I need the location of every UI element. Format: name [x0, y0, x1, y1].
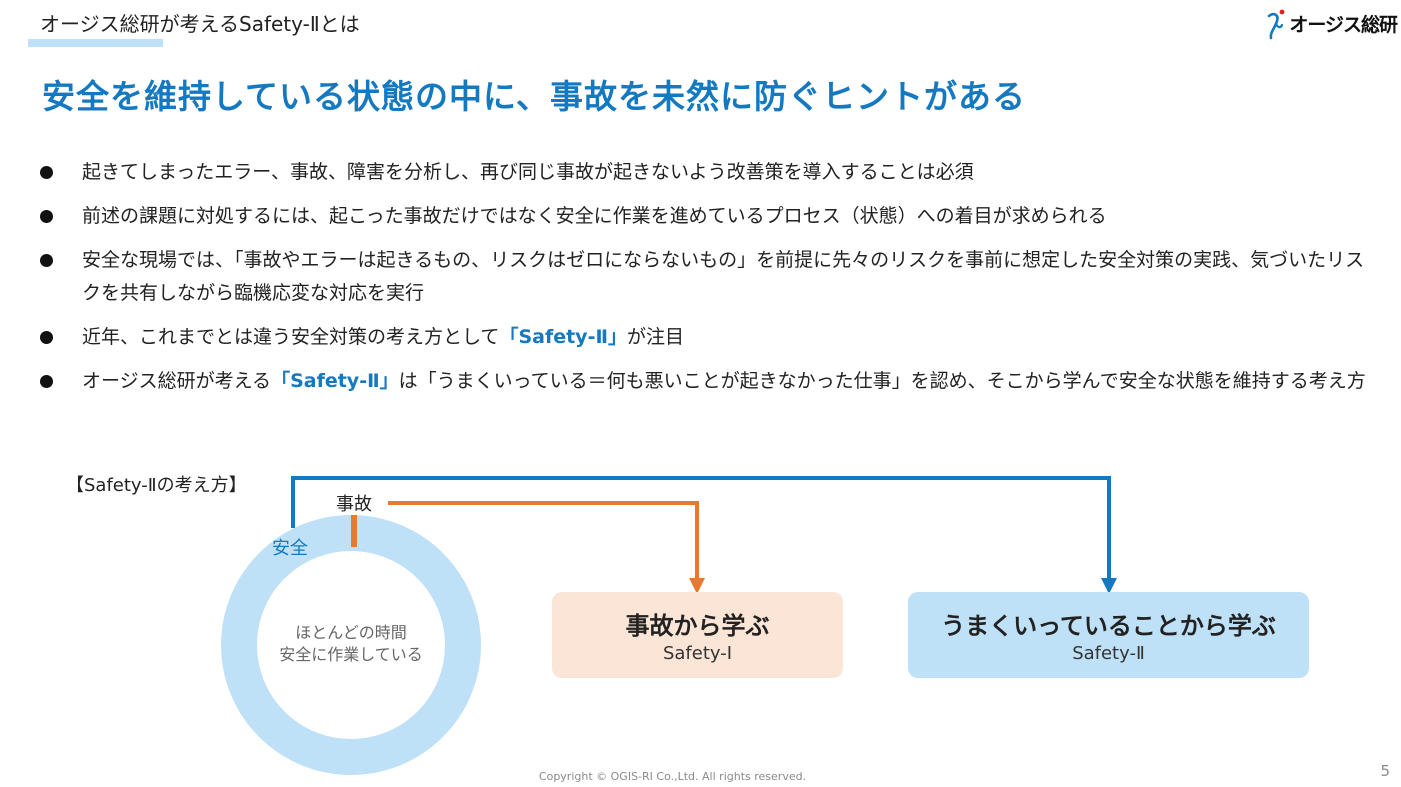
bullet-text-before: 近年、これまでとは違う安全対策の考え方として	[82, 326, 500, 348]
bullet-item: 前述の課題に対処するには、起こった事故だけではなく安全に作業を進めているプロセス…	[40, 200, 1370, 233]
safety-ii-subtitle: Safety-Ⅱ	[1072, 643, 1145, 664]
bullet-text-after: が注目	[626, 326, 684, 348]
bullet-text-after: は「うまくいっている＝何も悪いことが起きなかった仕事」を認め、そこから学んで安全…	[398, 370, 1366, 392]
safety-ii-box: うまくいっていることから学ぶ Safety-Ⅱ	[908, 592, 1309, 678]
ring-text-line1: ほとんどの時間	[295, 623, 407, 642]
page-title: 安全を維持している状態の中に、事故を未然に防ぐヒントがある	[42, 77, 1027, 116]
bullet-dot-icon	[40, 375, 53, 388]
page-number: 5	[1380, 762, 1390, 780]
bullet-list: 起きてしまったエラー、事故、障害を分析し、再び同じ事故が起きないよう改善策を導入…	[40, 156, 1370, 409]
ring-center-text: ほとんどの時間 安全に作業している	[221, 622, 481, 666]
section-label: オージス総研が考えるSafety-Ⅱとは	[40, 12, 360, 36]
accident-label: 事故	[336, 494, 372, 515]
bullet-item: 安全な現場では、「事故やエラーは起きるもの、リスクはゼロにならないもの」を前提に…	[40, 244, 1370, 310]
bullet-text: 安全な現場では、「事故やエラーは起きるもの、リスクはゼロにならないもの」を前提に…	[82, 249, 1365, 304]
logo-text: オージス総研	[1289, 13, 1398, 36]
safety-i-title: 事故から学ぶ	[625, 612, 770, 640]
bullet-item: オージス総研が考える「Safety-Ⅱ」は「うまくいっている＝何も悪いことが起き…	[40, 365, 1370, 398]
section-underline	[28, 39, 163, 47]
bullet-text-before: オージス総研が考える	[82, 370, 272, 392]
bullet-text: 前述の課題に対処するには、起こった事故だけではなく安全に作業を進めているプロセス…	[82, 205, 1107, 227]
safety-ii-title: うまくいっていることから学ぶ	[941, 612, 1276, 640]
copyright: Copyright © OGIS-RI Co.,Ltd. All rights …	[538, 770, 807, 783]
safety-i-subtitle: Safety-Ⅰ	[662, 643, 733, 664]
bullet-item: 起きてしまったエラー、事故、障害を分析し、再び同じ事故が起きないよう改善策を導入…	[40, 156, 1370, 189]
diagram-label: 【Safety-Ⅱの考え方】	[66, 475, 247, 496]
bullet-dot-icon	[40, 254, 53, 267]
bullet-dot-icon	[40, 166, 53, 179]
ring-text-line2: 安全に作業している	[279, 645, 423, 664]
safety-ii-highlight: 「Safety-Ⅱ」	[271, 370, 399, 392]
bullet-text: 起きてしまったエラー、事故、障害を分析し、再び同じ事故が起きないよう改善策を導入…	[82, 161, 974, 183]
bullet-dot-icon	[40, 210, 53, 223]
company-logo: オージス総研	[1265, 6, 1398, 40]
bullet-item: 近年、これまでとは違う安全対策の考え方として「Safety-Ⅱ」が注目	[40, 321, 1370, 354]
safe-label: 安全	[272, 538, 308, 559]
logo-mark-icon	[1268, 9, 1285, 40]
bullet-dot-icon	[40, 331, 53, 344]
safety-i-box: 事故から学ぶ Safety-Ⅰ	[552, 592, 843, 678]
safety-ii-highlight: 「Safety-Ⅱ」	[499, 326, 627, 348]
